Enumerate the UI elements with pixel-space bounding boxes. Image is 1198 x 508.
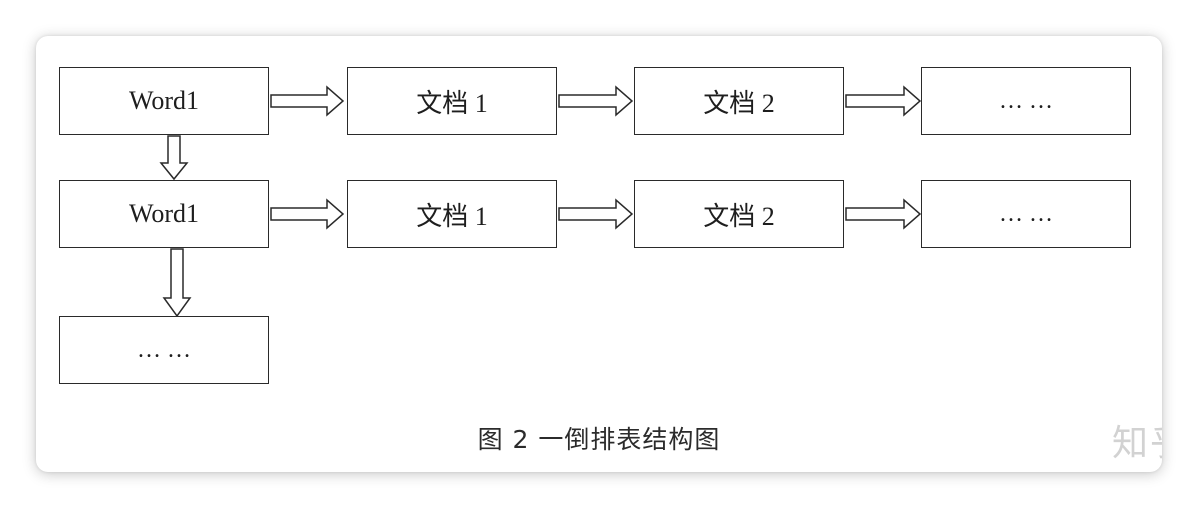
row1-word-label: Word1 (128, 86, 200, 115)
watermark: 知乎 (1112, 423, 1162, 464)
row1-more-node: …… (921, 67, 1131, 135)
diagram-card: Word1 文档 1 文档 2 …… Word1 文档 1 文档 2 …… (36, 36, 1162, 472)
row1-doc1-node: 文档 1 (347, 67, 557, 135)
row2-doc1-label: 文档 1 (416, 201, 488, 231)
row2-doc2-label: 文档 2 (703, 201, 775, 231)
row1-arrow-3-icon (845, 85, 922, 117)
down-arrow-1-icon (159, 135, 189, 181)
row2-arrow-1-icon (270, 198, 345, 230)
row2-word-node: Word1 (59, 180, 269, 248)
row1-doc2-label: 文档 2 (703, 88, 775, 118)
row2-doc1-node: 文档 1 (347, 180, 557, 248)
row1-doc2-node: 文档 2 (634, 67, 844, 135)
figure-caption: 图 2 一倒排表结构图 (477, 425, 721, 454)
row1-arrow-1-icon (270, 85, 345, 117)
row1-doc1-label: 文档 1 (416, 88, 488, 118)
row1-word-node: Word1 (59, 67, 269, 135)
down-arrow-2-icon (162, 248, 192, 318)
row1-more-label: …… (999, 87, 1059, 114)
row2-doc2-node: 文档 2 (634, 180, 844, 248)
bottom-more-label: …… (137, 336, 197, 363)
row2-arrow-3-icon (845, 198, 922, 230)
row1-arrow-2-icon (558, 85, 634, 117)
row2-more-node: …… (921, 180, 1131, 248)
row2-arrow-2-icon (558, 198, 634, 230)
row2-word-label: Word1 (128, 199, 200, 228)
row2-more-label: …… (999, 200, 1059, 227)
bottom-more-node: …… (59, 316, 269, 384)
